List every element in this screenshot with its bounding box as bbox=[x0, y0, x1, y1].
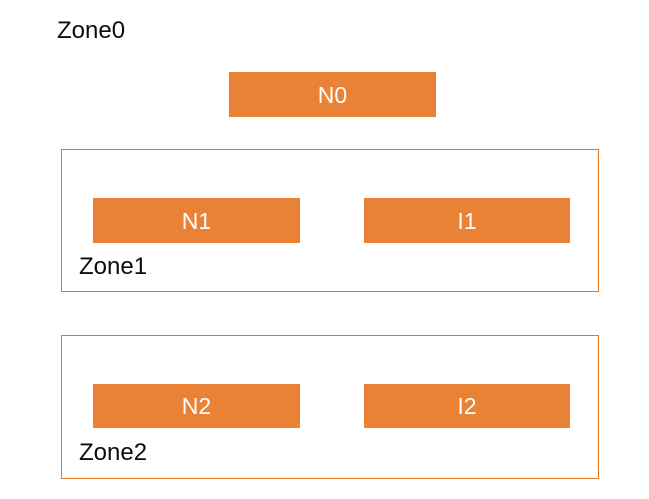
zone-label-zone1: Zone1 bbox=[79, 253, 148, 280]
zone-label-zone0: Zone0 bbox=[57, 17, 126, 44]
zone-label-zone2: Zone2 bbox=[79, 439, 148, 466]
node-box-n0[interactable]: N0 bbox=[229, 72, 436, 117]
node-box-n2[interactable]: N2 bbox=[93, 384, 300, 428]
node-box-n1[interactable]: N1 bbox=[93, 198, 300, 243]
node-label-i1: I1 bbox=[457, 207, 477, 234]
node-label-n2: N2 bbox=[181, 393, 212, 419]
node-box-i1[interactable]: I1 bbox=[364, 198, 570, 243]
node-label-n0: N0 bbox=[317, 81, 348, 108]
node-label-i2: I2 bbox=[457, 393, 477, 419]
node-box-i2[interactable]: I2 bbox=[364, 384, 570, 428]
node-label-n1: N1 bbox=[181, 207, 212, 234]
